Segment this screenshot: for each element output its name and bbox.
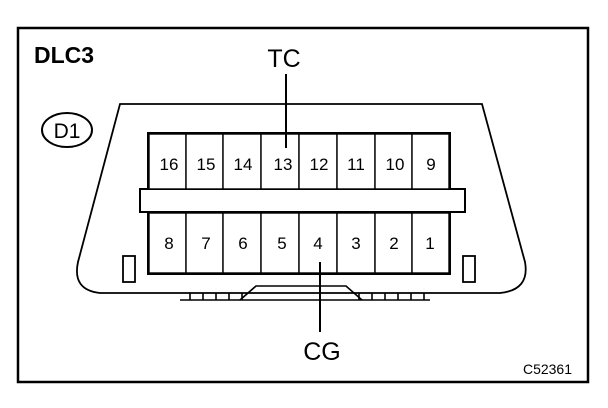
figure-code: C52361 bbox=[523, 361, 572, 377]
cg-terminal-label: CG bbox=[303, 338, 341, 366]
pin-number: 6 bbox=[238, 234, 247, 253]
bottom-pin-row: 8 7 6 5 4 3 2 1 bbox=[148, 212, 450, 274]
diagram-title: DLC3 bbox=[34, 42, 94, 68]
pin-number: 12 bbox=[310, 155, 329, 174]
pin-cell bbox=[185, 133, 224, 190]
housing-bottom-edge bbox=[180, 285, 430, 301]
pin-number: 2 bbox=[389, 234, 398, 253]
pin-number: 5 bbox=[277, 234, 286, 253]
pin-cell bbox=[411, 212, 450, 274]
pin-number: 15 bbox=[197, 155, 216, 174]
pin-number: 11 bbox=[347, 155, 365, 174]
connector-housing bbox=[76, 103, 527, 294]
left-latch-slot bbox=[122, 255, 136, 283]
housing-notch bbox=[239, 285, 363, 301]
pin-number: 9 bbox=[426, 155, 435, 174]
pin-number: 14 bbox=[234, 155, 253, 174]
pin-cell bbox=[260, 212, 300, 274]
pin-number: 1 bbox=[425, 234, 434, 253]
pin-number: 8 bbox=[164, 234, 173, 253]
pin-cell bbox=[260, 133, 300, 190]
diagram-frame bbox=[16, 26, 590, 384]
bottom-pin-row-outline bbox=[147, 211, 451, 275]
pin-cell bbox=[411, 133, 450, 190]
center-divider-bar bbox=[139, 188, 466, 213]
pin-cell bbox=[336, 133, 376, 190]
pin-cell bbox=[298, 212, 338, 274]
pin-number: 7 bbox=[201, 234, 210, 253]
pin-number: 10 bbox=[386, 155, 405, 174]
right-latch-slot bbox=[462, 255, 476, 283]
pin-number: 13 bbox=[274, 155, 293, 174]
pin-number: 3 bbox=[351, 234, 360, 253]
housing-bottom-ticks bbox=[189, 293, 425, 300]
tc-terminal-label: TC bbox=[267, 45, 300, 73]
pin-cell bbox=[374, 212, 413, 274]
pin-number: 16 bbox=[160, 155, 179, 174]
connector-id-oval bbox=[41, 112, 93, 148]
pin-number: 4 bbox=[313, 234, 322, 253]
pin-cell bbox=[185, 212, 224, 274]
connector-id-label: D1 bbox=[54, 120, 81, 143]
top-pin-row: 16 15 14 13 12 11 10 9 bbox=[148, 133, 450, 190]
